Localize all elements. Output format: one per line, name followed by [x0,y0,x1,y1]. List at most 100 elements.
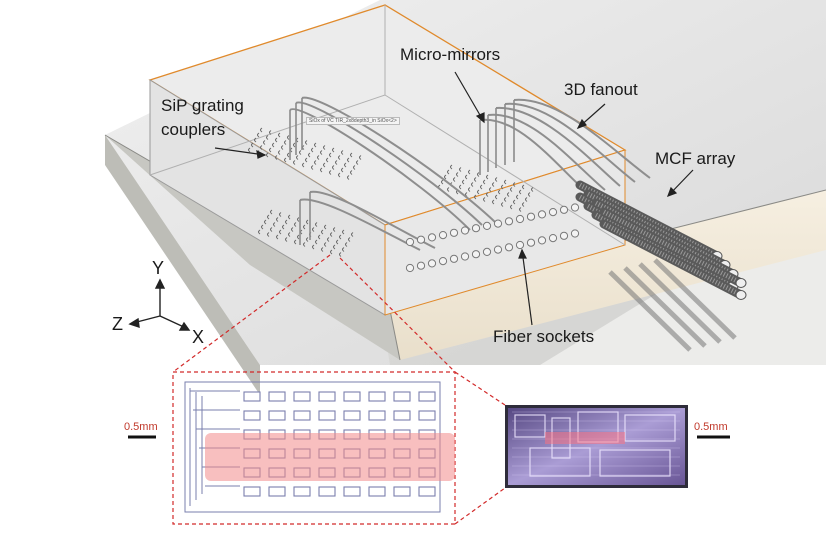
grating-coupler [314,160,317,165]
grating-coupler [353,165,356,170]
grating-coupler [480,184,483,190]
grating-coupler [269,147,272,153]
layout-grating-pad [343,486,361,497]
fiber-socket [460,252,470,261]
grating-coupler [341,167,344,173]
fiber-socket [471,250,481,259]
grating-coupler [351,232,354,237]
grating-coupler [270,209,273,215]
grating-coupler [287,152,290,158]
grating-coupler [311,165,314,170]
layout-grating-pad [318,410,336,421]
x-axis-arrowhead [178,321,191,331]
fiber-socket [559,205,569,214]
layout-grating-pad [268,391,286,402]
grating-coupler [498,189,501,195]
layout-grating-pad [343,391,361,402]
label-sip-grating-couplers-2: couplers [161,120,226,139]
grating-coupler [504,179,507,185]
grating-coupler [339,252,342,257]
layout-grating-pad [343,410,361,421]
grating-coupler [305,140,308,145]
grating-coupler [450,164,453,170]
grating-coupler [264,219,267,225]
grating-coupler [344,162,347,168]
label-sip-grating-couplers-1: SiP grating [161,96,244,115]
grating-coupler [453,177,456,182]
layout-bus-lines [189,388,203,506]
grating-coupler [279,212,282,217]
fiber-socket [537,210,547,219]
grating-coupler [269,130,272,135]
grating-coupler [321,247,324,252]
fiber-socket [416,235,426,244]
grating-coupler [350,152,353,158]
grating-coupler [339,234,342,240]
grating-coupler [303,242,306,247]
substrate-left-side [105,135,260,395]
grating-coupler [297,234,300,240]
grating-coupler [356,160,359,165]
fiber-socket [570,229,580,238]
grating-coupler [342,229,345,235]
grating-coupler [294,222,297,227]
grating-coupler [281,145,284,150]
fiber-socket [526,238,536,247]
grating-coupler [305,157,308,163]
fiber-socket [449,228,459,237]
label-3d-fanout: 3D fanout [564,80,638,99]
grating-coupler [329,170,332,175]
grating-coupler [315,239,318,245]
fiber-socket [559,231,569,240]
grating-coupler [279,229,282,235]
fiber-socket [570,203,580,212]
grating-coupler [288,214,291,220]
grating-coupler [483,197,486,202]
grating-coupler [519,189,522,195]
grating-coupler [278,150,281,155]
chip-micrograph [505,405,688,488]
grating-coupler [345,242,348,247]
grating-coupler [350,170,353,175]
fiber-socket [438,231,448,240]
grating-coupler [248,147,251,153]
grating-coupler [329,152,332,158]
label-fiber-sockets: Fiber sockets [493,327,595,346]
grating-coupler [510,204,513,210]
grating-coupler [531,187,534,192]
grating-coupler [291,227,294,232]
fiber-socket [493,245,503,254]
fiber-socket [548,234,558,243]
grating-coupler [266,152,269,158]
fiber-socket [460,226,470,235]
grating-coupler [311,147,314,153]
micro-mirror-posts [289,98,515,245]
grating-coupler [315,222,318,227]
fiber-shadows [608,258,737,352]
mcf-fiber-end [735,278,747,288]
fiber-socket-rows [405,203,580,273]
grating-coupler [318,234,321,240]
layout-grating-pad [368,410,386,421]
fiber-socket [438,257,448,266]
grating-coupler [341,150,344,155]
oxide-volume [148,4,627,316]
grating-coupler [284,140,287,145]
grating-coupler [302,162,305,168]
grating-coupler [323,145,326,150]
axis-label-x: X [192,327,205,347]
grating-coupler [293,160,296,165]
grating-coupler [347,175,350,180]
layout-grating-pad [418,391,436,402]
y-axis-arrowhead [154,278,166,289]
grating-coupler [516,194,519,200]
grating-coupler [312,227,315,232]
chip-feature [599,449,671,477]
layout-grating-pad [268,486,286,497]
layout-grating-pad [418,486,436,497]
grating-coupler [260,145,263,150]
layout-grating-pad [368,391,386,402]
grating-coupler [477,172,480,177]
grating-coupler [323,162,326,168]
